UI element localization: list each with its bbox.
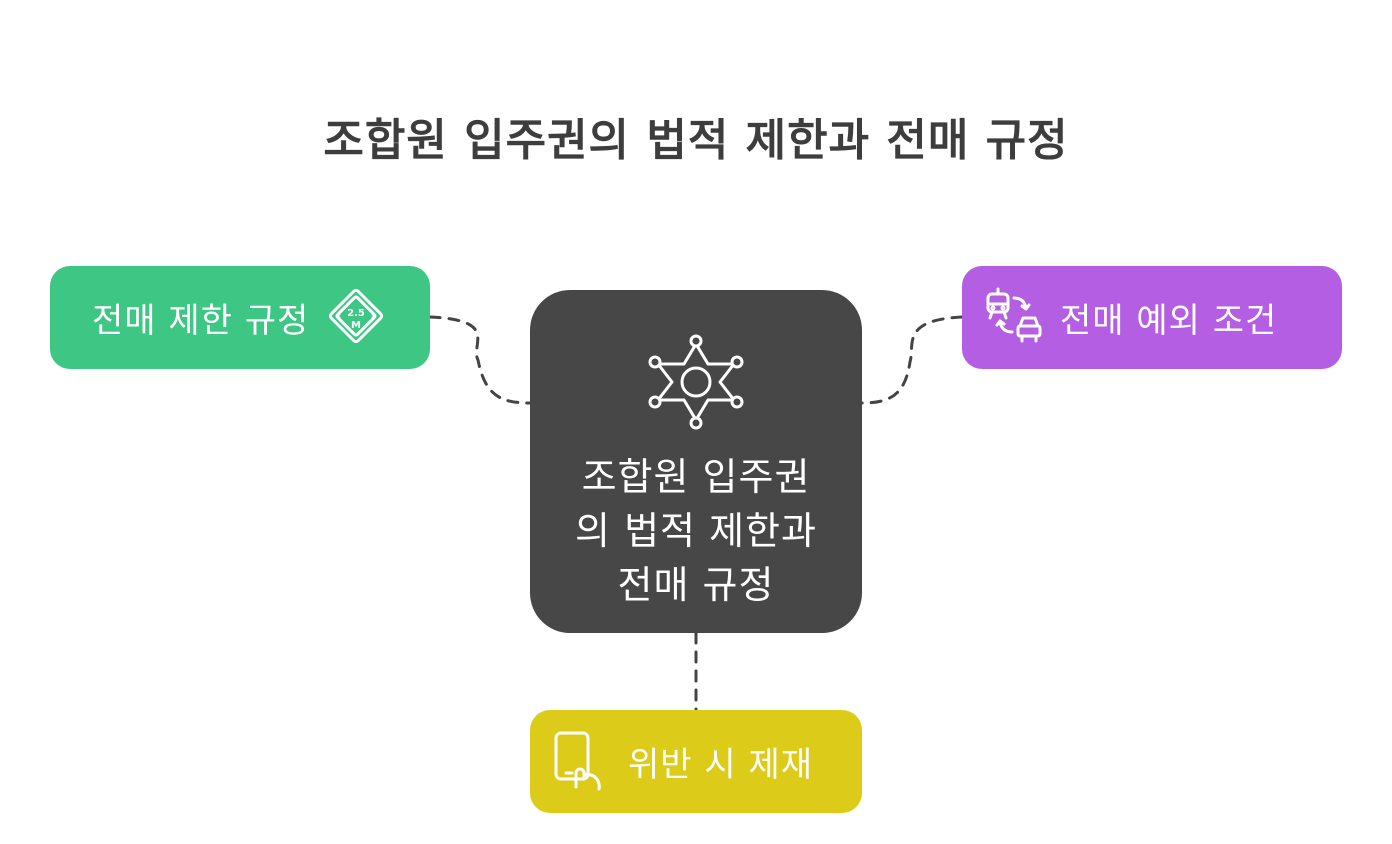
node-resale-exception-label: 전매 예외 조건 — [1060, 301, 1278, 341]
svg-text:2.5: 2.5 — [347, 308, 365, 319]
diagram-title: 조합원 입주권의 법적 제한과 전매 규정 — [323, 115, 1069, 166]
node-resale-restriction-label: 전매 제한 규정 — [92, 301, 310, 341]
svg-text:M: M — [351, 320, 361, 331]
node-resale-restriction: 전매 제한 규정 2.5 M — [50, 266, 430, 369]
road-sign-icon: 2.5 M — [327, 287, 385, 349]
node-violation-sanction-label: 위반 시 제재 — [628, 745, 814, 785]
sheriff-badge-icon — [646, 334, 746, 434]
node-violation-sanction: 위반 시 제재 — [530, 710, 862, 813]
connector-right — [860, 315, 964, 405]
center-node-label: 조합원 입주권의 법적 제한과 전매 규정 — [575, 455, 817, 607]
vehicle-exchange-icon — [982, 286, 1046, 350]
connector-left — [428, 315, 532, 405]
tablet-hand-icon — [552, 729, 612, 795]
center-node: 조합원 입주권의 법적 제한과 전매 규정 — [530, 290, 862, 633]
node-resale-exception: 전매 예외 조건 — [962, 266, 1342, 369]
